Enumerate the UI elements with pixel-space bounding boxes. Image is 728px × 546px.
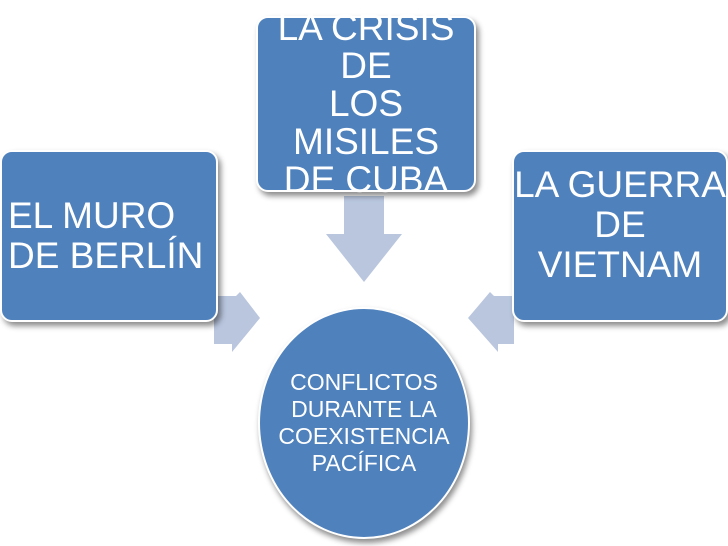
- node-label-left: EL MURO DE BERLÍN: [8, 195, 204, 276]
- arrow-right-to-center: [468, 292, 514, 352]
- node-vietnam-war: LA GUERRA DE VIETNAM: [512, 150, 728, 322]
- arrow-left-to-center: [214, 292, 260, 352]
- node-cuban-missile-crisis: LA CRISIS DE LOS MISILES DE CUBA: [256, 9, 476, 199]
- arrow-top-to-center: [326, 196, 402, 282]
- node-label-right: LA GUERRA DE VIETNAM: [514, 164, 726, 285]
- node-berlin-wall: EL MURO DE BERLÍN: [0, 150, 218, 322]
- center-node: CONFLICTOS DURANTE LA COEXISTENCIA PACÍF…: [258, 307, 470, 539]
- node-label-top: LA CRISIS DE LOS MISILES DE CUBA: [277, 7, 455, 200]
- center-node-label: CONFLICTOS DURANTE LA COEXISTENCIA PACÍF…: [278, 369, 450, 476]
